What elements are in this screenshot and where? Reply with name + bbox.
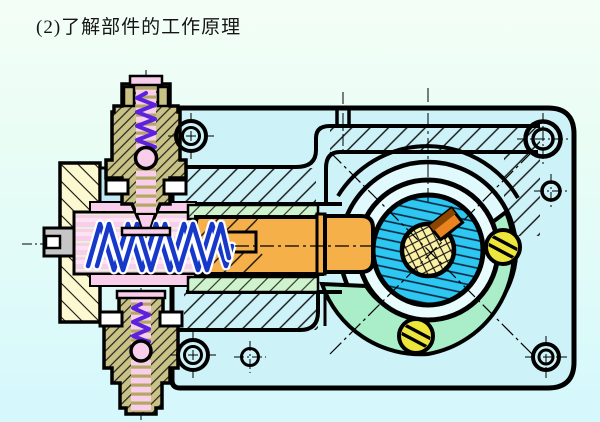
hatch-left-lower — [184, 292, 318, 330]
bolt-hole-top-right — [517, 113, 569, 165]
valve-top-cap-block-left — [122, 85, 136, 108]
shaft-slot — [44, 234, 62, 250]
liner-bottom — [186, 275, 320, 294]
bolt-holes — [168, 113, 569, 378]
relief-valve-top — [104, 70, 188, 238]
valve-top-spring — [135, 91, 157, 153]
piston-end-cap — [323, 214, 375, 274]
chamber-outer-arc — [336, 144, 520, 200]
cover-screw-right — [484, 228, 522, 266]
main-spring — [83, 219, 237, 275]
bolt-hole-bottom-right — [525, 336, 567, 378]
bolt-hole-top-left — [168, 113, 214, 159]
housing-inner-edge-top — [324, 150, 538, 204]
relief-valve-bottom — [98, 288, 184, 421]
shaft-key — [427, 206, 465, 242]
valve-top-cap — [128, 74, 164, 87]
rotor-chamber — [319, 88, 533, 357]
bolt-hole-bottom-small — [234, 341, 266, 373]
piston-assembly — [72, 201, 375, 294]
flange-inner-edge-bottom — [172, 293, 320, 332]
valve-top-pocket-left — [104, 178, 130, 196]
slide-title: (2)了解部件的工作原理 — [36, 17, 242, 38]
valve-bottom-washer — [115, 289, 167, 300]
rotor-centerline-diag2 — [329, 151, 533, 355]
bolt-hole-bottom-left — [170, 332, 216, 378]
valve-bottom-ball — [129, 339, 153, 363]
cover-screw-bottom — [397, 317, 435, 355]
washer-bottom — [89, 273, 197, 287]
valve-top-pocket-right — [162, 178, 188, 196]
flange-inner-edge-top — [172, 124, 540, 169]
valve-top-washer — [120, 226, 172, 237]
valve-bottom-pocket-left — [98, 310, 124, 328]
valve-top-ball — [133, 145, 159, 171]
valve-top-cap-block-right — [156, 85, 170, 108]
hatch-left-upper — [184, 168, 316, 204]
bolt-hole-right-small — [534, 174, 568, 208]
valve-bottom-pocket-right — [158, 310, 184, 328]
